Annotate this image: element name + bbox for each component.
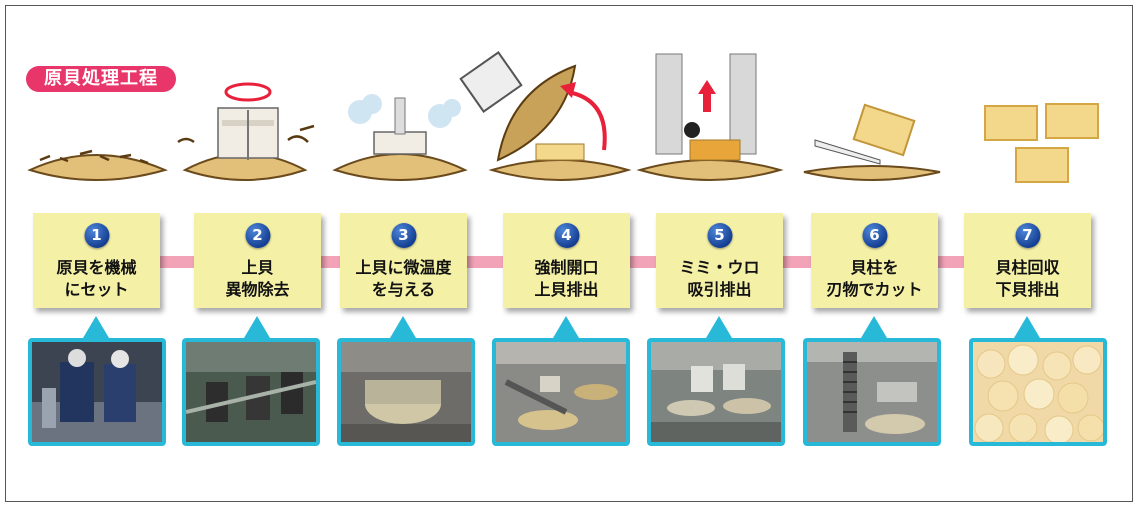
pointer-6 [861,316,887,338]
step-label-line1: ミミ・ウロ [679,258,760,277]
photo-step-1 [28,338,166,446]
step-label-line1: 上貝に微温度 [355,258,452,277]
illustration-step-5 [636,53,784,181]
illustration-step-2 [177,82,315,181]
pointer-3 [390,316,416,338]
step-box-7: 7 貝柱回収 下貝排出 [964,213,1091,308]
step-number-badge: 5 [707,223,732,248]
step-number-badge: 3 [391,223,416,248]
step-label-line2: 異物除去 [225,280,290,299]
step-number-badge: 7 [1015,223,1040,248]
step-label: 貝柱回収 下貝排出 [964,257,1091,301]
pointer-7 [1014,316,1040,338]
step-label: 強制開口 上貝排出 [503,257,630,301]
photo-step-2 [182,338,320,446]
diagram-frame [5,5,1133,502]
step-label: 上貝 異物除去 [194,257,321,301]
illustration-step-7 [984,103,1099,183]
step-number-badge: 2 [245,223,270,248]
illustration-step-3 [332,94,468,181]
connector-5-6 [775,256,811,268]
pointer-5 [706,316,732,338]
pointer-2 [244,316,270,338]
step-number-badge: 4 [554,223,579,248]
step-box-2: 2 上貝 異物除去 [194,213,321,308]
step-box-6: 6 貝柱を 刃物でカット [811,213,938,308]
step-label-line2: にセット [64,280,129,299]
photo-step-6 [803,338,941,446]
step-box-4: 4 強制開口 上貝排出 [503,213,630,308]
step-label-line1: 上貝 [241,258,274,277]
process-title: 原貝処理工程 [26,66,176,92]
step-label-line2: 下貝排出 [995,280,1060,299]
step-number-badge: 1 [84,223,109,248]
step-label-line1: 貝柱回収 [995,258,1060,277]
photo-step-3 [337,338,475,446]
photo-step-4 [492,338,630,446]
step-label-line2: 吸引排出 [687,280,752,299]
photo-step-5 [647,338,785,446]
illustration-step-4 [459,51,632,181]
step-label-line1: 強制開口 [534,258,599,277]
photo-step-7 [969,338,1107,446]
step-box-1: 1 原貝を機械 にセット [33,213,160,308]
step-label-line2: 刃物でカット [826,280,923,299]
illustration-step-6 [803,103,941,181]
step-label-line1: 貝柱を [850,258,899,277]
step-label: 上貝に微温度 を与える [340,257,467,301]
step-label-line1: 原貝を機械 [56,258,137,277]
step-label-line2: を与える [371,280,436,299]
pointer-1 [83,316,109,338]
connector-3-4 [467,256,503,268]
step-label: 貝柱を 刃物でカット [811,257,938,301]
step-number-badge: 6 [862,223,887,248]
step-label: 原貝を機械 にセット [33,257,160,301]
pointer-4 [553,316,579,338]
connector-1-2 [158,256,194,268]
step-label-line2: 上貝排出 [534,280,599,299]
step-label: ミミ・ウロ 吸引排出 [656,257,783,301]
process-illustrations [27,51,1099,183]
step-box-5: 5 ミミ・ウロ 吸引排出 [656,213,783,308]
step-box-3: 3 上貝に微温度 を与える [340,213,467,308]
illustration-step-1 [27,149,168,181]
